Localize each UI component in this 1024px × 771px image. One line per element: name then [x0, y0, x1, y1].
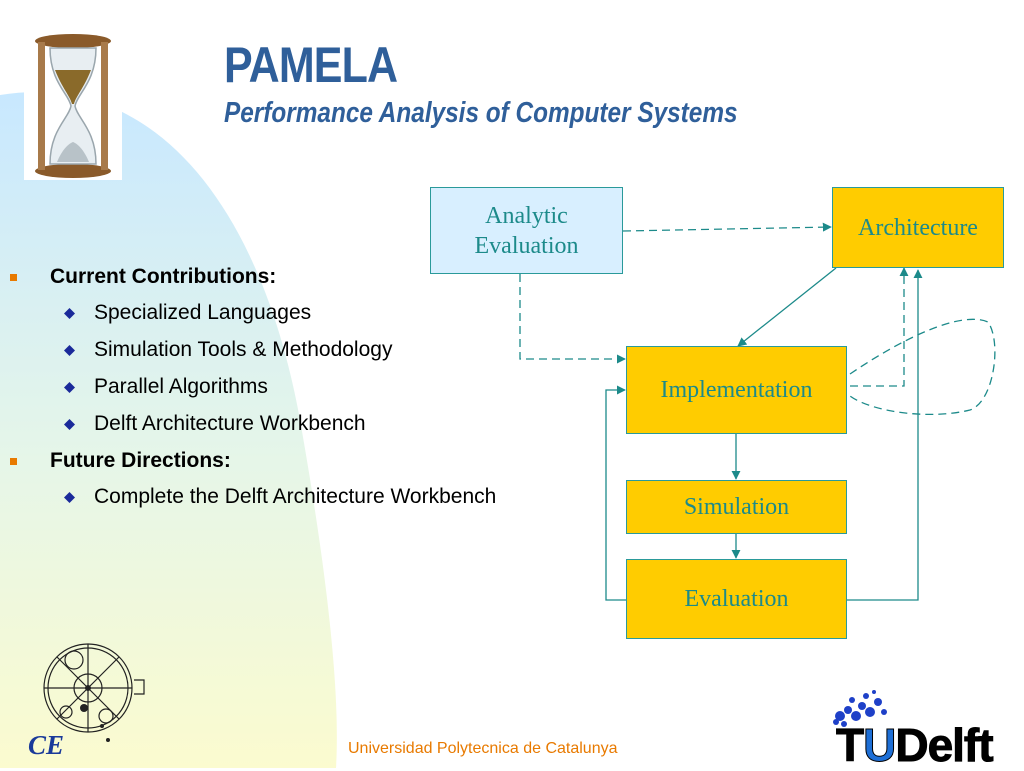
edge-implementation-to-architecture-dashed: [850, 267, 909, 387]
mechanism-drawing-icon: [43, 643, 145, 742]
square-bullet-icon: [10, 274, 17, 281]
bullet-list: Current Contributions: Specialized Langu…: [10, 262, 610, 519]
hourglass-icon: [24, 32, 122, 180]
diamond-bullet-icon: [64, 345, 75, 356]
node-label: Simulation: [683, 494, 790, 520]
sub-bullet-text: Complete the Delft Architecture Workbenc…: [94, 485, 497, 508]
tudelft-logo: TUDelft: [835, 719, 994, 771]
tudelft-splash-icon: [833, 690, 887, 727]
diamond-bullet-icon: [64, 419, 75, 430]
square-bullet-icon: [10, 458, 17, 465]
sub-bullet-text: Delft Architecture Workbench: [94, 412, 366, 435]
sub-bullet-text: Specialized Languages: [94, 301, 312, 324]
node-label: Implementation: [660, 377, 813, 403]
bullet-current-contributions: Current Contributions:: [10, 262, 610, 298]
slide-subtitle: Performance Analysis of Computer Systems: [224, 97, 738, 129]
edge-evaluation-to-architecture: [847, 269, 923, 601]
ce-logo-text: CE: [28, 730, 65, 760]
node-label: Evaluation: [474, 232, 579, 259]
edge-implementation-loop: [849, 318, 996, 416]
sub-bullet: Parallel Algorithms: [10, 372, 610, 409]
sub-bullet: Complete the Delft Architecture Workbenc…: [10, 482, 610, 519]
bullet-label: Current Contributions:: [50, 265, 277, 288]
slide-title: PAMELA: [224, 37, 398, 93]
diamond-bullet-icon: [64, 382, 75, 393]
node-label: Architecture: [858, 214, 978, 241]
sub-bullet: Simulation Tools & Methodology: [10, 335, 610, 372]
bullet-label: Future Directions:: [50, 449, 231, 472]
edge-evaluation-to-implementation: [605, 385, 627, 601]
diamond-bullet-icon: [64, 492, 75, 503]
bullet-future-directions: Future Directions:: [10, 446, 610, 482]
node-simulation: Simulation: [626, 480, 847, 534]
sub-bullet: Specialized Languages: [10, 298, 610, 335]
node-label: Analytic: [485, 202, 568, 229]
edge-analytic-to-implementation: [519, 274, 626, 364]
logo-letter-u: U: [863, 719, 897, 771]
logo-word-delft: Delft: [895, 719, 994, 771]
node-evaluation: Evaluation: [626, 559, 847, 639]
edge-architecture-to-implementation: [737, 267, 837, 347]
edge-analytic-to-architecture: [622, 222, 832, 232]
sub-bullet-text: Parallel Algorithms: [94, 375, 268, 398]
diamond-bullet-icon: [64, 308, 75, 319]
sub-bullet-text: Simulation Tools & Methodology: [94, 338, 393, 361]
footer-text: Universidad Polytecnica de Catalunya: [348, 740, 618, 757]
node-architecture: Architecture: [832, 187, 1004, 268]
sub-bullet: Delft Architecture Workbench: [10, 409, 610, 446]
node-analytic-evaluation: Analytic Evaluation: [430, 187, 623, 274]
node-label: Evaluation: [684, 586, 789, 612]
node-implementation: Implementation: [626, 346, 847, 434]
logo-letter-t: T: [835, 719, 864, 771]
